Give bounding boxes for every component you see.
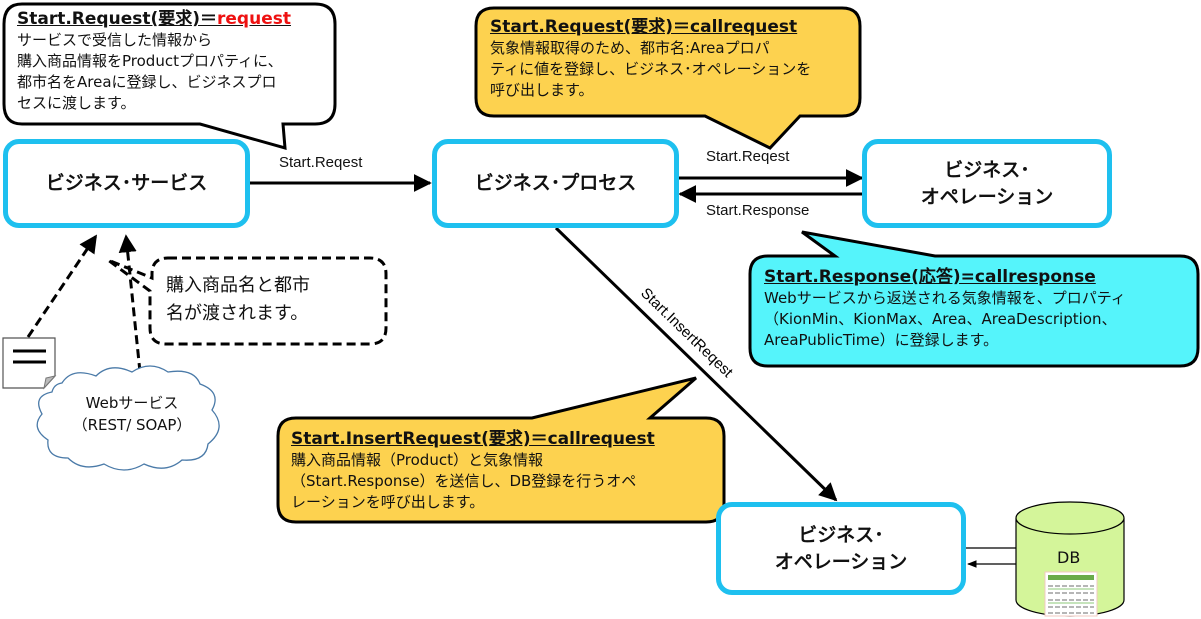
callout-process-response-shape	[748, 230, 1200, 368]
callout-line: 気象情報取得のため、都市名:Areaプロパ	[490, 39, 770, 57]
arrow-process-to-db-operation	[554, 226, 838, 502]
callout-line: セスに渡します。	[17, 94, 136, 112]
callout-process-response: Start.Response(応答)=callresponse Webサービスか…	[764, 266, 1200, 351]
callout-line: ティに値を登録し、ビジネス･オペレーションを	[490, 60, 812, 78]
callout-insert-request-title: Start.InsertRequest(要求)＝callrequest	[291, 429, 655, 449]
callout-line: 購入商品情報をProductプロパティに、	[17, 52, 283, 70]
callout-line: Webサービスから返送される気象情報を、プロパティ	[764, 289, 1126, 307]
callout-process-request-shape	[474, 6, 862, 150]
web-service-cloud-icon	[36, 365, 220, 471]
db-business-operation-label-line1: ビジネス･	[798, 523, 884, 546]
callout-service-request-value: request	[217, 9, 291, 29]
callout-line: （KionMin、KionMax、Area、AreaDescription、	[764, 310, 1117, 328]
callout-line: 都市名をAreaに登録し、ビジネスプロ	[17, 73, 277, 91]
business-process-label: ビジネス･プロセス	[474, 172, 637, 194]
db-label: DB	[1057, 548, 1081, 567]
web-service-label: Webサービス （REST/ SOAP）	[52, 392, 212, 436]
business-operation-label-line2: オペレーション	[920, 185, 1054, 208]
callout-input-note: 購入商品名と都市 名が渡されます。	[166, 272, 310, 328]
business-service-label: ビジネス･サービス	[45, 172, 208, 194]
callout-line: 購入商品情報（Product）と気象情報	[291, 451, 543, 469]
label-process-to-operation: Start.Reqest	[706, 148, 790, 165]
callout-line: サービスで受信した情報から	[17, 31, 213, 49]
callout-line: 名が渡されます。	[166, 303, 309, 324]
label-process-to-db-operation: Start.InsertReqest	[637, 285, 736, 382]
web-service-line2: （REST/ SOAP）	[72, 416, 192, 434]
document-icon	[2, 337, 57, 390]
arrow-document-to-service	[26, 234, 98, 338]
business-operation-label-line1: ビジネス･	[944, 158, 1030, 181]
callout-service-request-title: Start.Request(要求)＝request	[17, 9, 291, 29]
database-icon	[1015, 501, 1125, 617]
web-service-line1: Webサービス	[85, 394, 179, 412]
db-business-operation-node[interactable]: ビジネス･ オペレーション	[716, 502, 966, 595]
callout-line: （Start.Response）を送信し、DB登録を行うオペ	[291, 472, 637, 490]
callout-line: 購入商品名と都市	[166, 275, 310, 296]
callout-insert-request: Start.InsertRequest(要求)＝callrequest 購入商品…	[291, 428, 723, 513]
business-operation-node[interactable]: ビジネス･ オペレーション	[862, 139, 1112, 228]
label-operation-to-process: Start.Response	[706, 202, 810, 219]
callout-service-request: Start.Request(要求)＝request サービスで受信した情報から …	[17, 8, 333, 114]
business-process-node[interactable]: ビジネス･プロセス	[432, 139, 679, 228]
callout-service-request-shape	[2, 2, 337, 151]
arrow-webservice-to-service	[118, 234, 142, 373]
callout-process-response-title: Start.Response(応答)=callresponse	[764, 267, 1096, 287]
callout-process-request-title: Start.Request(要求)＝callrequest	[490, 17, 798, 37]
callout-insert-request-shape	[276, 376, 726, 524]
callout-process-request: Start.Request(要求)＝callrequest 気象情報取得のため、…	[490, 16, 860, 101]
callout-line: レーションを呼び出します。	[291, 493, 485, 511]
callout-line: 呼び出します。	[490, 81, 594, 99]
db-business-operation-label-line2: オペレーション	[774, 550, 908, 573]
label-service-to-process: Start.Reqest	[279, 154, 363, 171]
callout-line: AreaPublicTime）に登録します。	[764, 331, 999, 349]
callout-input-note-shape	[107, 256, 388, 346]
business-service-node[interactable]: ビジネス･サービス	[3, 139, 250, 228]
